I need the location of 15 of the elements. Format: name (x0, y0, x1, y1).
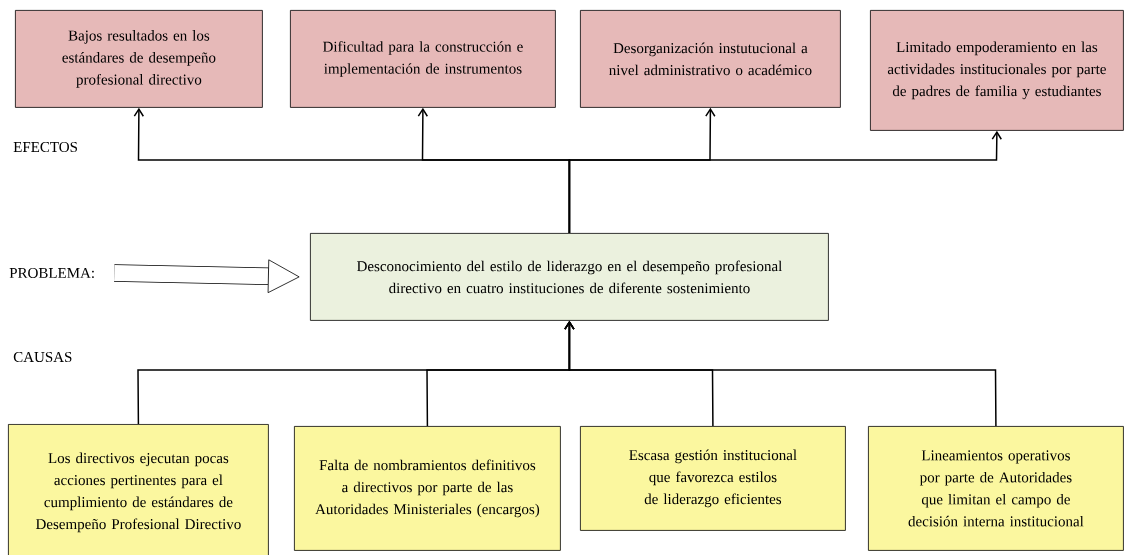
effect-box: Bajos resultados en los estándares de desempeño profesional directivo (15, 10, 263, 108)
block-arrow (114, 259, 300, 294)
row-label: PROBLEMA: (9, 267, 94, 279)
effect-box: Dificultad para la construcción e implementación de instrumentos (290, 10, 556, 108)
problem-box: Desconocimiento del estilo de liderazgo en el desempeño profesional directivo en cuatro instituciones de diferente sostenimiento (310, 233, 829, 321)
section-label: EFECTOS (13, 141, 77, 153)
section-label: CAUSAS (13, 351, 72, 363)
arrow (568, 130, 1003, 234)
cause-box: Lineamientos operativos por parte de Autoridades que limitan el campo de decisión interna institucional (868, 426, 1124, 551)
effect-box: Limitado empoderamiento en las actividades institucionales por parte de padres de familia y estudiantes (870, 10, 1124, 131)
cause-box: Falta de nombramientos definitivos a directivos por parte de las Autoridades Ministeriales (encargos) (294, 426, 561, 551)
cause-box: Los directivos ejecutan pocas acciones pertinentes para el cumplimiento de estándares de Desempeño Profesional Directivo (8, 424, 269, 555)
arrow (564, 320, 997, 427)
cause-box: Escasa gestión institucional que favorezca estilos de liderazgo eficientes (580, 426, 846, 531)
effect-box: Desorganización instutucional a nivel administrativo o académico (580, 10, 841, 108)
